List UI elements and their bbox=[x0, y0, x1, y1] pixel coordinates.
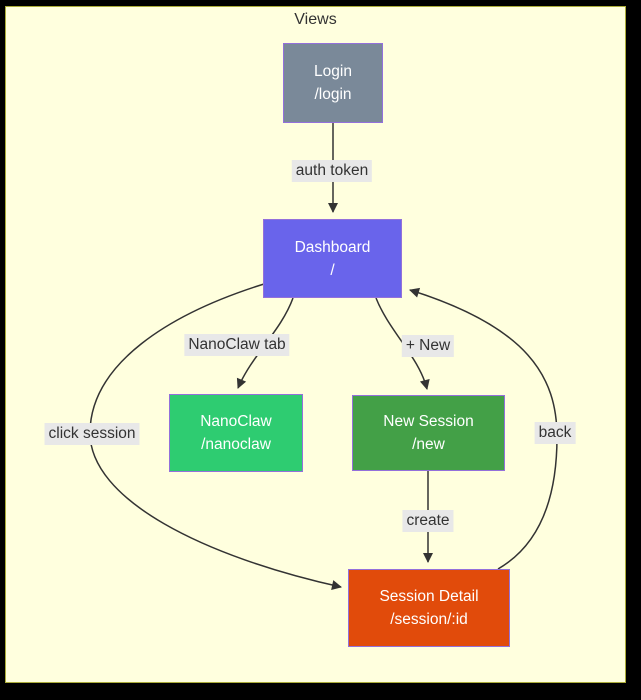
edge-label-plus-new: + New bbox=[401, 335, 455, 357]
node-session-detail-label: Session Detail bbox=[379, 588, 479, 605]
node-session-detail: Session Detail /session/:id bbox=[348, 569, 510, 647]
node-dashboard-label: Dashboard bbox=[294, 238, 371, 256]
edge-label-click-session: click session bbox=[44, 423, 140, 445]
node-login-route: /login bbox=[314, 86, 352, 103]
edge-label-nanoclaw-tab: NanoClaw tab bbox=[184, 334, 290, 356]
diagram-title: Views bbox=[294, 11, 337, 28]
node-nanoclaw-route: /nanoclaw bbox=[201, 436, 271, 453]
edge-label-create: create bbox=[402, 510, 454, 532]
node-new-session-route: /new bbox=[412, 436, 445, 453]
node-login: Login /login bbox=[283, 43, 383, 123]
node-session-detail-route: /session/:id bbox=[390, 611, 468, 628]
node-dashboard: Dashboard / bbox=[263, 219, 402, 298]
node-nanoclaw: NanoClaw /nanoclaw bbox=[169, 394, 303, 472]
node-nanoclaw-label: NanoClaw bbox=[200, 413, 272, 430]
edge-label-auth-token: auth token bbox=[291, 160, 373, 182]
edge-label-back: back bbox=[534, 422, 576, 444]
node-new-session: New Session /new bbox=[352, 395, 505, 471]
node-dashboard-route: / bbox=[330, 261, 335, 279]
node-new-session-label: New Session bbox=[383, 413, 474, 430]
node-login-label: Login bbox=[314, 63, 352, 80]
